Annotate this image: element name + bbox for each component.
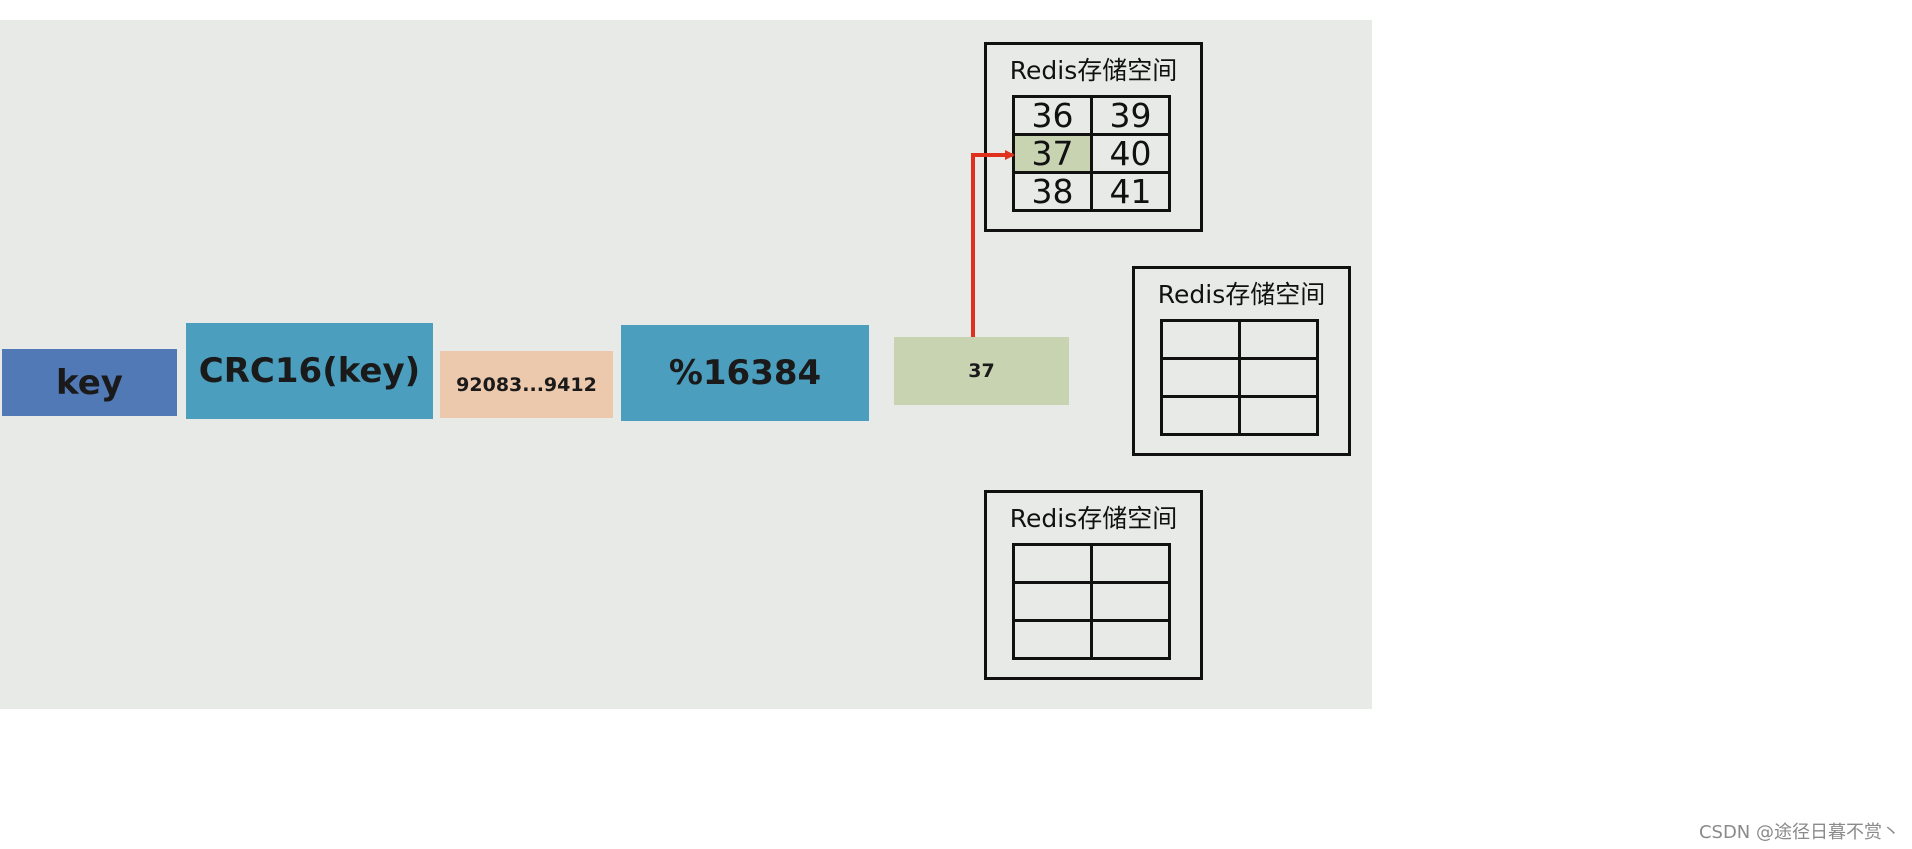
slot-cell: [1160, 395, 1241, 436]
slot-cell: [1090, 619, 1171, 660]
redis-node-1: Redis存储空间 36 39 37 40 38 41: [984, 42, 1203, 232]
slot-cell: [1090, 581, 1171, 622]
slot-cell: [1160, 319, 1241, 360]
hash-value-box: 92083...9412: [440, 351, 613, 418]
redis-node-3: Redis存储空间: [984, 490, 1203, 680]
slot-cell: 36: [1012, 95, 1093, 136]
slot-cell: [1238, 395, 1319, 436]
slot-box: 37: [894, 337, 1069, 405]
slot-cell: [1238, 357, 1319, 398]
redis-node-title: Redis存储空间: [1157, 280, 1326, 309]
slot-cell: 40: [1090, 133, 1171, 174]
slot-grid: [1160, 319, 1319, 436]
slot-cell: 39: [1090, 95, 1171, 136]
redis-node-2: Redis存储空间: [1132, 266, 1351, 456]
slot-grid: [1012, 543, 1171, 660]
redis-node-title: Redis存储空间: [1009, 504, 1178, 533]
slot-cell: [1012, 543, 1093, 584]
crc16-box: CRC16(key): [186, 323, 433, 419]
csdn-watermark: CSDN @途径日暮不赏丶: [1698, 822, 1900, 843]
slot-cell-highlighted: 37: [1012, 133, 1093, 174]
slot-cell: [1238, 319, 1319, 360]
slot-cell: 38: [1012, 171, 1093, 212]
slot-cell: [1012, 619, 1093, 660]
slot-cell: [1160, 357, 1241, 398]
modulo-box: %16384: [621, 325, 869, 421]
redis-node-title: Redis存储空间: [1009, 56, 1178, 85]
key-box: key: [2, 349, 177, 416]
slot-cell: [1090, 543, 1171, 584]
slot-grid: 36 39 37 40 38 41: [1012, 95, 1171, 212]
slot-cell: 41: [1090, 171, 1171, 212]
slot-cell: [1012, 581, 1093, 622]
